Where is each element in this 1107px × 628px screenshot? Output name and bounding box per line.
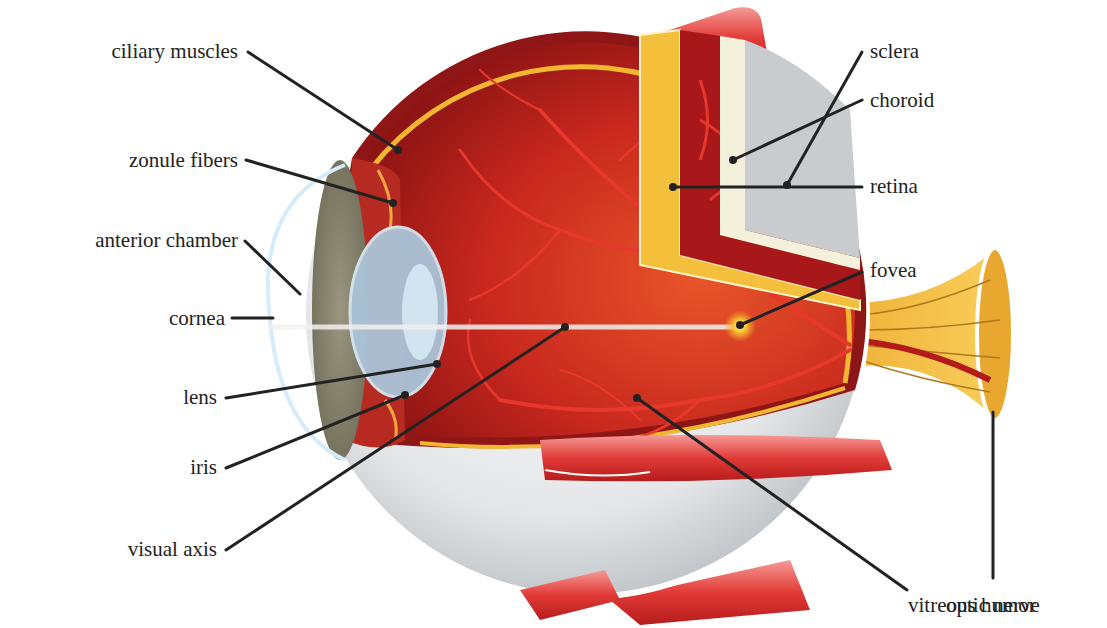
- part-label: zonule fibers: [129, 150, 238, 171]
- leader-line: [246, 160, 393, 203]
- leader-line: [226, 327, 565, 550]
- part-label: visual axis: [128, 539, 217, 560]
- cornea-shape: [268, 165, 345, 460]
- leader-line: [248, 52, 398, 150]
- part-label: anterior chamber: [95, 230, 238, 251]
- part-label: lens: [183, 387, 217, 408]
- tendon: [545, 470, 650, 476]
- leader-line: [740, 272, 862, 325]
- part-label: fovea: [870, 260, 917, 281]
- leader-line: [637, 398, 907, 590]
- fovea-spot: [724, 310, 756, 342]
- lens-highlight: [402, 264, 438, 360]
- sclera-wedge: [745, 40, 860, 258]
- muscle: [540, 435, 892, 481]
- leader-line: [673, 186, 862, 189]
- part-label: choroid: [870, 90, 934, 111]
- cutaway-edge: [330, 31, 866, 448]
- part-label: cornea: [169, 308, 225, 329]
- choroid-wedge: [680, 30, 860, 300]
- optic-nerve-shape: [850, 248, 1013, 420]
- part-label: iris: [190, 457, 217, 478]
- leader-line: [733, 100, 862, 160]
- vessel: [850, 340, 990, 380]
- leader-line: [226, 395, 405, 468]
- part-label: vitreous humor: [908, 595, 1036, 616]
- part-label: retina: [870, 176, 918, 197]
- eye-muscles-front: [520, 435, 892, 620]
- muscle: [520, 570, 620, 620]
- part-label: sclera: [870, 41, 919, 62]
- leader-line: [226, 364, 437, 398]
- nerve-end: [977, 248, 1013, 420]
- visual-axis-line: [270, 325, 738, 330]
- leader-lines: [226, 52, 993, 590]
- layer-cutaway: [640, 30, 860, 310]
- retina-wedge: [640, 30, 860, 310]
- part-label: ciliary muscles: [111, 41, 238, 62]
- leader-line: [992, 412, 995, 578]
- choroid-edge: [720, 36, 860, 270]
- leader-dots: [389, 146, 791, 402]
- leader-line: [245, 241, 300, 294]
- leader-line: [232, 317, 273, 320]
